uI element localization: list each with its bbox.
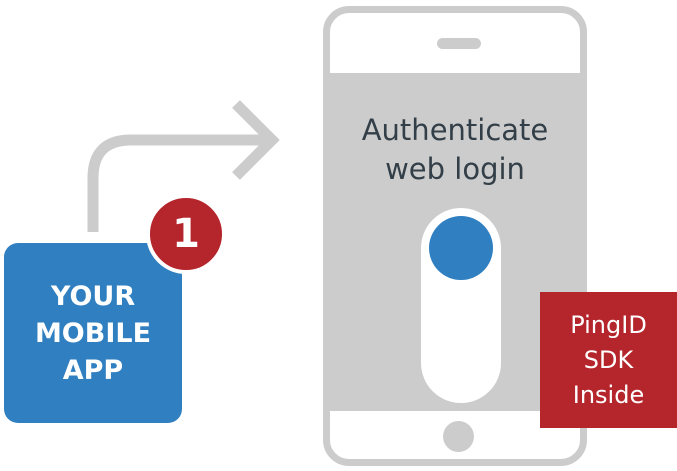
sdk-label-line1: PingID [570,310,647,339]
authenticate-slider[interactable] [421,208,501,403]
sdk-label-line3: Inside [572,380,645,409]
app-label-line2: MOBILE [34,317,152,349]
phone-screen: Authenticate web login [330,73,580,411]
slider-knob[interactable] [429,216,493,280]
smartphone-icon: Authenticate web login [323,6,587,466]
sdk-label-line2: SDK [583,345,634,374]
pingid-sdk-tag: PingID SDK Inside [540,292,677,428]
step-badge: 1 [146,194,226,274]
home-button[interactable] [443,421,474,452]
phone-speaker [437,38,481,49]
screen-title: Authenticate web login [330,111,580,189]
app-label-line1: YOUR [50,280,136,312]
screen-title-line1: Authenticate [361,113,549,147]
mobile-app-tile: YOUR MOBILE APP [4,243,182,423]
app-label-line3: APP [62,354,124,386]
screen-title-line2: web login [385,152,525,186]
